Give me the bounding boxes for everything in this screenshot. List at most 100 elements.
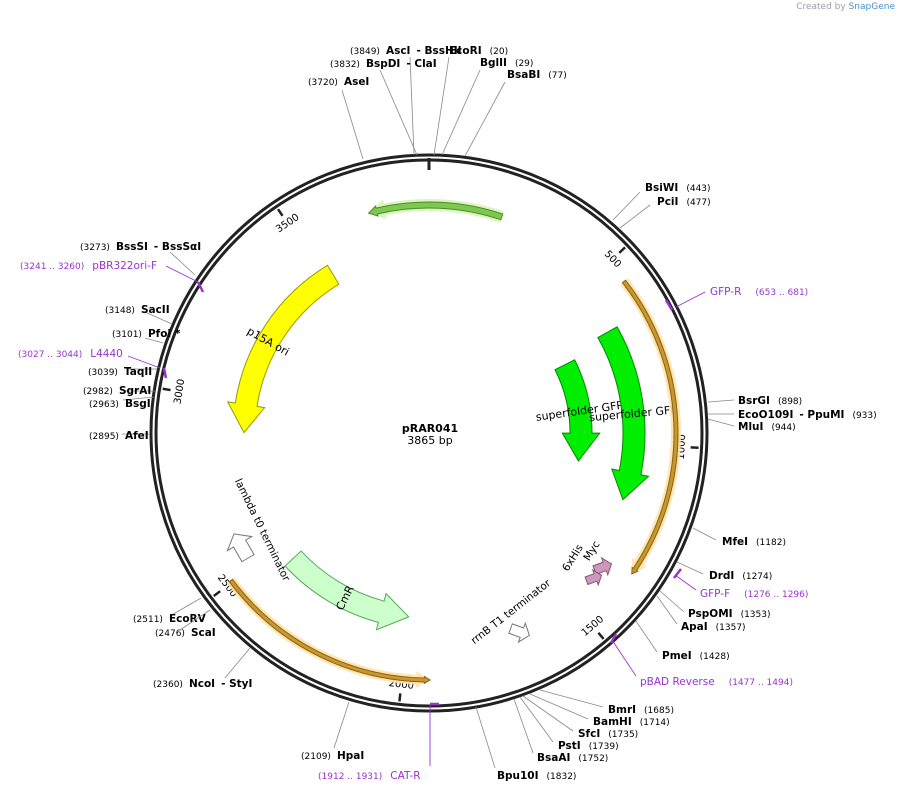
enzyme-mlui[interactable]: MluI(944)	[707, 418, 796, 433]
enzyme-ecori[interactable]: EcoRI(20)	[433, 45, 508, 156]
enzyme-pmei[interactable]: PmeI(1428)	[635, 620, 730, 662]
enzyme-position: (1832)	[547, 772, 577, 782]
enzyme-psti[interactable]: PstI(1739)	[519, 696, 619, 752]
enzyme-name: PspOMI	[688, 608, 733, 620]
enzyme-hpai[interactable]: (2109)HpaI	[301, 701, 364, 762]
enzyme-bsaai[interactable]: BsaAI(1752)	[513, 698, 608, 764]
tick-mark	[597, 632, 605, 640]
enzyme-leader-line	[522, 695, 574, 732]
enzyme-leader-line	[179, 609, 211, 631]
primer-pbr322ori-f[interactable]: (3241 .. 3260)pBR322ori-F	[20, 260, 205, 293]
enzyme-bsabi[interactable]: BsaBI(77)	[464, 69, 567, 157]
enzyme-leader-line	[519, 696, 554, 743]
enzyme-position: (3273)	[80, 243, 110, 253]
primer-label: GFP-R(653 .. 681)	[710, 286, 808, 298]
enzyme-bsgi[interactable]: (2963)BsgI	[89, 396, 155, 410]
enzyme-mfei[interactable]: MfeI(1182)	[692, 527, 786, 548]
enzyme-name: PstI	[558, 740, 581, 752]
enzyme-label: (3148) SacII	[105, 304, 170, 316]
enzyme-name: BsgI	[125, 398, 151, 410]
enzyme-label: PmeI(1428)	[662, 650, 730, 662]
enzyme-label: (2476)ScaI	[155, 627, 216, 639]
enzyme-leader-line	[612, 191, 641, 221]
enzyme-name: ApaI	[681, 621, 708, 633]
primer-gfp-f[interactable]: GFP-F(1276 .. 1296)	[673, 568, 808, 600]
enzyme-scai[interactable]: (2476)ScaI	[155, 609, 216, 639]
feature-p15a-ori: p15A ori	[226, 264, 340, 434]
enzyme-bsssi[interactable]: (3273)BssSI- BssSαI	[80, 241, 201, 276]
enzyme-label: (2963)BsgI	[89, 398, 151, 410]
enzyme-name: EcoRV	[169, 613, 207, 625]
enzyme-pcii[interactable]: PciI(477)	[619, 196, 711, 229]
enzyme-ncoi[interactable]: (2360)NcoI- StyI	[153, 647, 252, 690]
enzyme-name: SfcI	[578, 728, 600, 740]
enzyme-ecoo109i[interactable]: EcoO109I- PpuMI(933)	[708, 409, 877, 421]
feature-label-myc: Myc	[581, 539, 602, 563]
enzyme-name: Bpu10I	[497, 770, 539, 782]
feature-arrow-cmr	[284, 550, 410, 631]
primer-cat-r[interactable]: (1912 .. 1931)CAT-R	[318, 702, 439, 782]
enzyme-asei[interactable]: (3720)AseI	[308, 76, 369, 160]
enzyme-ecorv[interactable]: (2511)EcoRV	[133, 597, 207, 625]
enzyme-bsrgi[interactable]: BsrGI(898)	[707, 395, 802, 407]
enzyme-bmri[interactable]: BmrI(1685)	[539, 689, 674, 716]
enzyme-name: SacII	[141, 304, 170, 316]
primer-range: (1276 .. 1296)	[744, 590, 808, 600]
primer-label: (1912 .. 1931)CAT-R	[318, 770, 421, 782]
enzyme-name: BspDI	[366, 58, 400, 70]
enzyme-bsiwi[interactable]: BsiWI(443)	[612, 182, 711, 221]
enzyme-bglii[interactable]: BglII(29)	[441, 57, 533, 156]
enzyme-position: (3720)	[308, 78, 338, 88]
enzyme-position: (2109)	[301, 752, 331, 762]
enzyme-name: SgrAI	[119, 385, 151, 397]
enzyme-name: EcoO109I	[738, 409, 793, 421]
enzyme-apai[interactable]: ApaI(1357)	[656, 595, 746, 633]
enzyme-drdi[interactable]: DrdI(1274)	[676, 561, 772, 582]
primer-leader-line	[127, 355, 161, 369]
enzyme-sacii[interactable]: (3148) SacII	[105, 304, 173, 325]
enzyme-label: BamHI(1714)	[593, 716, 670, 728]
tick-mark	[398, 693, 402, 702]
enzyme-name: BglII	[480, 57, 507, 69]
enzyme-taqii[interactable]: (3039)TaqII	[88, 366, 157, 378]
enzyme-bspdi[interactable]: (3832)BspDI- ClaI	[330, 58, 437, 156]
primer-l4440[interactable]: (3027 .. 3044)L4440	[18, 348, 168, 379]
enzyme-position: (898)	[778, 397, 802, 407]
enzyme-label: Bpu10I (1832)	[497, 770, 576, 782]
enzyme-bamhi[interactable]: BamHI(1714)	[529, 693, 670, 728]
primer-label: pBAD Reverse(1477 .. 1494)	[640, 676, 793, 688]
enzyme-position: (1714)	[640, 718, 670, 728]
enzyme-name: PfoI *	[148, 328, 181, 340]
enzyme-leader-line	[659, 590, 685, 613]
enzyme-isoschizomer: - BssHII	[416, 45, 461, 57]
enzyme-position: (3832)	[330, 60, 360, 70]
enzyme-label: (3101)PfoI *	[112, 328, 181, 340]
enzyme-bpu10i[interactable]: Bpu10I (1832)	[475, 706, 576, 782]
primer-name: pBR322ori-F	[92, 260, 157, 272]
tick-mark	[213, 590, 221, 598]
enzyme-position: (1182)	[756, 538, 786, 548]
enzyme-position: (1353)	[741, 610, 771, 620]
enzyme-position: (1735)	[608, 730, 638, 740]
enzyme-pfoi[interactable]: (3101)PfoI *	[112, 328, 181, 344]
primer-pbad-reverse[interactable]: pBAD Reverse(1477 .. 1494)	[609, 633, 793, 688]
enzyme-position: (933)	[852, 411, 876, 421]
enzyme-position: (477)	[686, 198, 710, 208]
enzyme-sfci[interactable]: SfcI (1735)	[522, 695, 638, 740]
enzyme-label: (3849)AscI- BssHII	[350, 45, 462, 57]
feature-cat-orange-line	[226, 577, 431, 689]
enzyme-name: BssSI	[116, 241, 148, 253]
enzyme-leader-line	[529, 693, 589, 720]
primer-leader-line	[675, 291, 706, 308]
enzyme-afei[interactable]: (2895)AfeI	[89, 430, 150, 442]
enzyme-sgrai[interactable]: (2982)SgrAI	[83, 385, 155, 397]
primer-name: pBAD Reverse	[640, 676, 715, 688]
primer-gfp-r[interactable]: GFP-R(653 .. 681)	[664, 286, 808, 311]
enzyme-name: DrdI	[709, 570, 734, 582]
enzyme-position: (3148)	[105, 306, 135, 316]
enzyme-asci[interactable]: (3849)AscI- BssHII	[350, 45, 462, 156]
enzyme-pspomi[interactable]: PspOMI (1353)	[659, 590, 771, 620]
enzyme-leader-line	[656, 595, 678, 625]
